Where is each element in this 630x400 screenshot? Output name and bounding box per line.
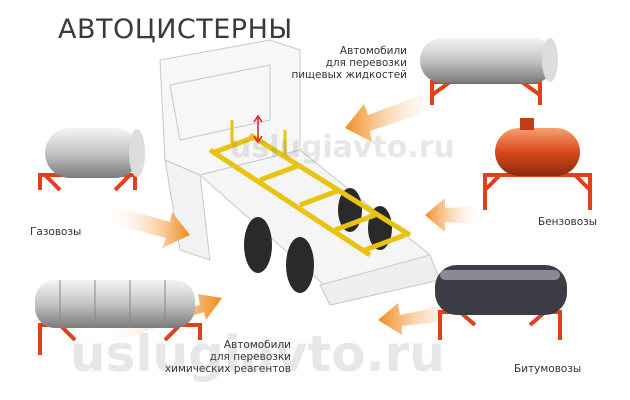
label-line: для перевозки <box>325 57 407 69</box>
label-line: химических реагентов <box>164 363 291 375</box>
label-line: Автомобили <box>339 45 407 57</box>
label-gas: Газовозы <box>30 226 82 238</box>
food-tank <box>420 38 558 105</box>
fuel-tank <box>483 118 592 210</box>
arrow-food <box>345 88 444 142</box>
label-bitumen: Битумовозы <box>514 363 582 375</box>
label-food: Автомобили для перевозки пищевых жидкост… <box>270 45 407 81</box>
label-line: Автомобили <box>223 339 291 351</box>
gas-tank <box>38 128 145 192</box>
arrow-gas <box>106 205 190 248</box>
chemical-tank <box>35 280 202 355</box>
arrow-fuel <box>425 198 485 232</box>
label-line: для перевозки <box>209 351 291 363</box>
bitumen-tank <box>435 265 567 340</box>
label-fuel: Бензовозы <box>538 216 598 228</box>
watermark: uslugiavto.ru <box>230 130 455 165</box>
lift-arrow-icon <box>253 114 263 144</box>
label-chemical: Автомобили для перевозки химических реаг… <box>150 339 291 375</box>
yellow-subframe <box>208 120 412 258</box>
page-title: АВТОЦИСТЕРНЫ <box>58 14 293 45</box>
label-line: пищевых жидкостей <box>291 69 407 81</box>
watermark: uslugiavto.ru <box>70 325 445 383</box>
